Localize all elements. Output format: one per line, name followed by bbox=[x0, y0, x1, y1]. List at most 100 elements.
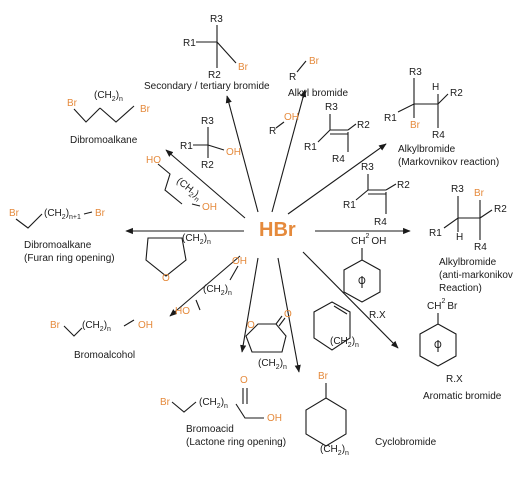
arrow-to-bromoacid bbox=[240, 257, 259, 353]
atom-r3: R3 bbox=[325, 102, 338, 113]
label-bromoalcohol: Bromoalcohol bbox=[74, 350, 135, 361]
atom-r3: R3 bbox=[409, 67, 422, 78]
tetrahydrofuran: O (CH2)n bbox=[145, 233, 211, 284]
ring bbox=[145, 237, 187, 277]
arrow-to-markov bbox=[287, 143, 387, 215]
chain-text: (CH2)n bbox=[320, 444, 349, 457]
atom-br: Br bbox=[474, 188, 485, 199]
atom-rx: R.X bbox=[369, 310, 386, 321]
hbr-label: HBr bbox=[259, 219, 296, 241]
alkyl-bromide: Br R Alkyl bromide bbox=[288, 56, 348, 99]
atom-oh: OH bbox=[202, 202, 217, 213]
dibromoalkane-1: (CH2)n Br Br Dibromoalkane bbox=[67, 90, 151, 146]
atom-br-2: Br bbox=[140, 104, 151, 115]
atom-r4: R4 bbox=[432, 130, 445, 141]
atom-br-2: Br bbox=[95, 208, 106, 219]
bonds bbox=[15, 211, 93, 229]
arrow-to-cyclobromide bbox=[277, 257, 301, 373]
ring bbox=[313, 301, 351, 351]
bonds bbox=[443, 196, 493, 240]
chain-text: (CH2)n bbox=[258, 358, 287, 371]
label-dibromo-1: Dibromoalkane bbox=[70, 135, 138, 146]
atom-o: O bbox=[162, 273, 170, 284]
bonds bbox=[397, 78, 449, 128]
bonds bbox=[317, 114, 357, 152]
atom-r1: R1 bbox=[343, 200, 356, 211]
atom-br-1: Br bbox=[67, 98, 78, 109]
bonds bbox=[296, 60, 307, 73]
atom-r1: R1 bbox=[304, 142, 317, 153]
tertiary-alcohol: R3 R1 OH R2 bbox=[180, 116, 241, 171]
atom-oh: OH bbox=[138, 320, 153, 331]
bonds bbox=[171, 388, 264, 419]
atom-br: Br bbox=[238, 62, 249, 73]
label-aromatic-bromide: Aromatic bromide bbox=[423, 391, 502, 402]
atom-ho: HO bbox=[175, 306, 190, 317]
atom-r3: R3 bbox=[201, 116, 214, 127]
dibromoalkane-2: Br (CH2)n+1 Br Dibromoalkane (Furan ring… bbox=[9, 208, 115, 264]
diol-2: OH HO (CH2)n bbox=[175, 256, 247, 317]
arrow-to-arom bbox=[302, 251, 399, 349]
arrow-to-bromoalcohol bbox=[169, 255, 241, 317]
cyclobromide: Br (CH2)n Cyclobromide bbox=[305, 371, 437, 457]
bonds bbox=[355, 174, 397, 214]
arrow-to-alkyl bbox=[271, 89, 307, 213]
bromoacid: Br (CH2)n O OH Bromoacid (Lactone ring o… bbox=[160, 375, 286, 448]
atom-r3: R3 bbox=[361, 162, 374, 173]
atom-r: R bbox=[269, 126, 276, 137]
atom-oh: OH bbox=[232, 256, 247, 267]
atom-rx: R.X bbox=[446, 374, 463, 385]
chain-text: (CH2)n bbox=[182, 233, 211, 246]
label-bromoacid-2: (Lactone ring opening) bbox=[186, 437, 286, 448]
double-bond bbox=[333, 305, 348, 315]
label-dibromo-2-1: Dibromoalkane bbox=[24, 240, 92, 251]
label-cyclobromide: Cyclobromide bbox=[375, 437, 437, 448]
alkylbromide-markovnikov: R3 H R2 R1 Br R4 Alkylbromide (Markovnik… bbox=[384, 67, 499, 168]
chain-text: (CH2)n bbox=[173, 176, 204, 204]
atom-h: H bbox=[456, 232, 463, 243]
atom-br: Br bbox=[160, 397, 171, 408]
atom-r1: R1 bbox=[180, 141, 193, 152]
atom-br: Br bbox=[318, 371, 329, 382]
label-bromoacid-1: Bromoacid bbox=[186, 424, 234, 435]
reaction-arrows bbox=[125, 89, 411, 373]
label-dibromo-2-2: (Furan ring opening) bbox=[24, 253, 115, 264]
atom-br: Br bbox=[50, 320, 61, 331]
atom-ho: HO bbox=[146, 155, 161, 166]
cycloalkene: (CH2)n bbox=[313, 301, 359, 351]
chain-text: (CH2)n bbox=[203, 284, 232, 297]
atom-r2: R2 bbox=[201, 160, 214, 171]
atom-oh: OH bbox=[267, 413, 282, 424]
atom-r2: R2 bbox=[450, 88, 463, 99]
atom-r2: R2 bbox=[397, 180, 410, 191]
chain-text: (CH2)n bbox=[94, 90, 123, 103]
chain-text: (CH2)n bbox=[199, 397, 228, 410]
label-markov-1: Alkylbromide bbox=[398, 144, 456, 155]
bonds bbox=[73, 105, 135, 123]
atom-r4: R4 bbox=[374, 217, 387, 228]
atom-br: Br bbox=[309, 56, 320, 67]
atom-r: R bbox=[289, 72, 296, 83]
atom-r1: R1 bbox=[384, 113, 397, 124]
atom-h: H bbox=[432, 82, 439, 93]
alkene-1: R3 R2 R1 R4 bbox=[304, 102, 370, 165]
atom-oh: OH bbox=[226, 147, 241, 158]
atom-o-carbonyl: O bbox=[284, 309, 292, 320]
arrow-to-sec-tert bbox=[225, 95, 259, 213]
atom-r2: R2 bbox=[208, 70, 221, 81]
label-sec-tert: Secondary / tertiary bromide bbox=[144, 81, 270, 92]
arrow-to-dibromo1 bbox=[165, 149, 246, 219]
atom-r3: R3 bbox=[451, 184, 464, 195]
atom-r4: R4 bbox=[332, 154, 345, 165]
label-markov-2: (Markovnikov reaction) bbox=[398, 157, 499, 168]
atom-o-ring: O bbox=[247, 320, 255, 331]
bonds bbox=[195, 265, 239, 311]
ring bbox=[245, 323, 287, 353]
atom-r4: R4 bbox=[474, 242, 487, 253]
carbonyl bbox=[275, 315, 286, 327]
label-alkyl: Alkyl bromide bbox=[288, 88, 348, 99]
